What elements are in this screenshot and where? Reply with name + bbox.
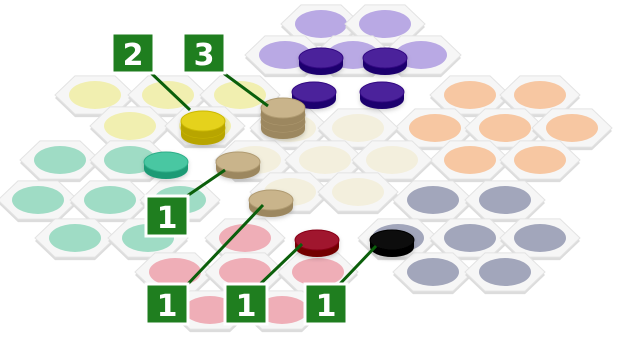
piece-disc-top [292,82,336,102]
stack-badge-yellow-label: 2 [123,38,144,73]
board-spot-pink[interactable] [149,258,201,286]
piece-disc-top [360,82,404,102]
piece-disc-top [216,152,260,172]
board-spot-orange[interactable] [514,81,566,109]
board-spot-orange[interactable] [409,114,461,142]
board-spot-pink[interactable] [219,224,271,252]
board-spot-slate[interactable] [479,258,531,286]
board-spot-teal[interactable] [34,146,86,174]
stack-badge-wood-label: 3 [194,38,215,73]
piece-disc-top [261,98,305,118]
board-spot-purple[interactable] [295,10,347,38]
piece-disc-top [181,111,225,131]
piece-disc-top [363,48,407,68]
piece-disc-top [295,230,339,250]
board-spot-orange[interactable] [444,146,496,174]
board-spot-center[interactable] [299,146,351,174]
piece-wood[interactable] [216,152,260,179]
stack-badge-crimson-label: 1 [236,289,257,324]
board-spot-orange[interactable] [546,114,598,142]
stack-badge-wood-single-1: 1 [146,196,188,236]
stack-badge-yellow: 2 [112,33,154,73]
piece-disc-top [249,190,293,210]
board-spot-center[interactable] [366,146,418,174]
board-spot-orange[interactable] [444,81,496,109]
piece-disc-top [144,152,188,172]
board-spot-slate[interactable] [444,224,496,252]
board-spot-center[interactable] [332,114,384,142]
board-spot-slate[interactable] [479,186,531,214]
stack-badge-wood: 3 [183,33,225,73]
board-spot-yellow[interactable] [69,81,121,109]
board-spot-pink[interactable] [292,258,344,286]
board-spot-teal[interactable] [49,224,101,252]
board-spot-teal[interactable] [12,186,64,214]
board-spot-teal[interactable] [84,186,136,214]
board-spot-slate[interactable] [514,224,566,252]
piece-mint[interactable] [144,152,188,179]
board-spot-slate[interactable] [407,186,459,214]
piece-yellow[interactable] [181,111,225,145]
stack-badge-wood-single-2-label: 1 [157,289,178,324]
board-region-purple [245,5,461,77]
piece-purple[interactable] [299,48,343,75]
stack-badge-crimson: 1 [225,284,267,324]
piece-black[interactable] [370,230,414,257]
piece-disc-top [299,48,343,68]
board-spot-orange[interactable] [479,114,531,142]
board-spot-orange[interactable] [514,146,566,174]
stack-badge-wood-single-1-label: 1 [157,201,178,236]
piece-crimson[interactable] [295,230,339,257]
board-spot-yellow[interactable] [104,112,156,140]
board-spot-slate[interactable] [407,258,459,286]
board-spot-purple[interactable] [359,10,411,38]
stack-badge-black-label: 1 [316,289,337,324]
piece-purple[interactable] [363,48,407,75]
stack-badge-wood-single-2: 1 [146,284,188,324]
board-spot-center[interactable] [332,178,384,206]
piece-purple[interactable] [360,82,404,109]
stack-badge-black: 1 [305,284,347,324]
